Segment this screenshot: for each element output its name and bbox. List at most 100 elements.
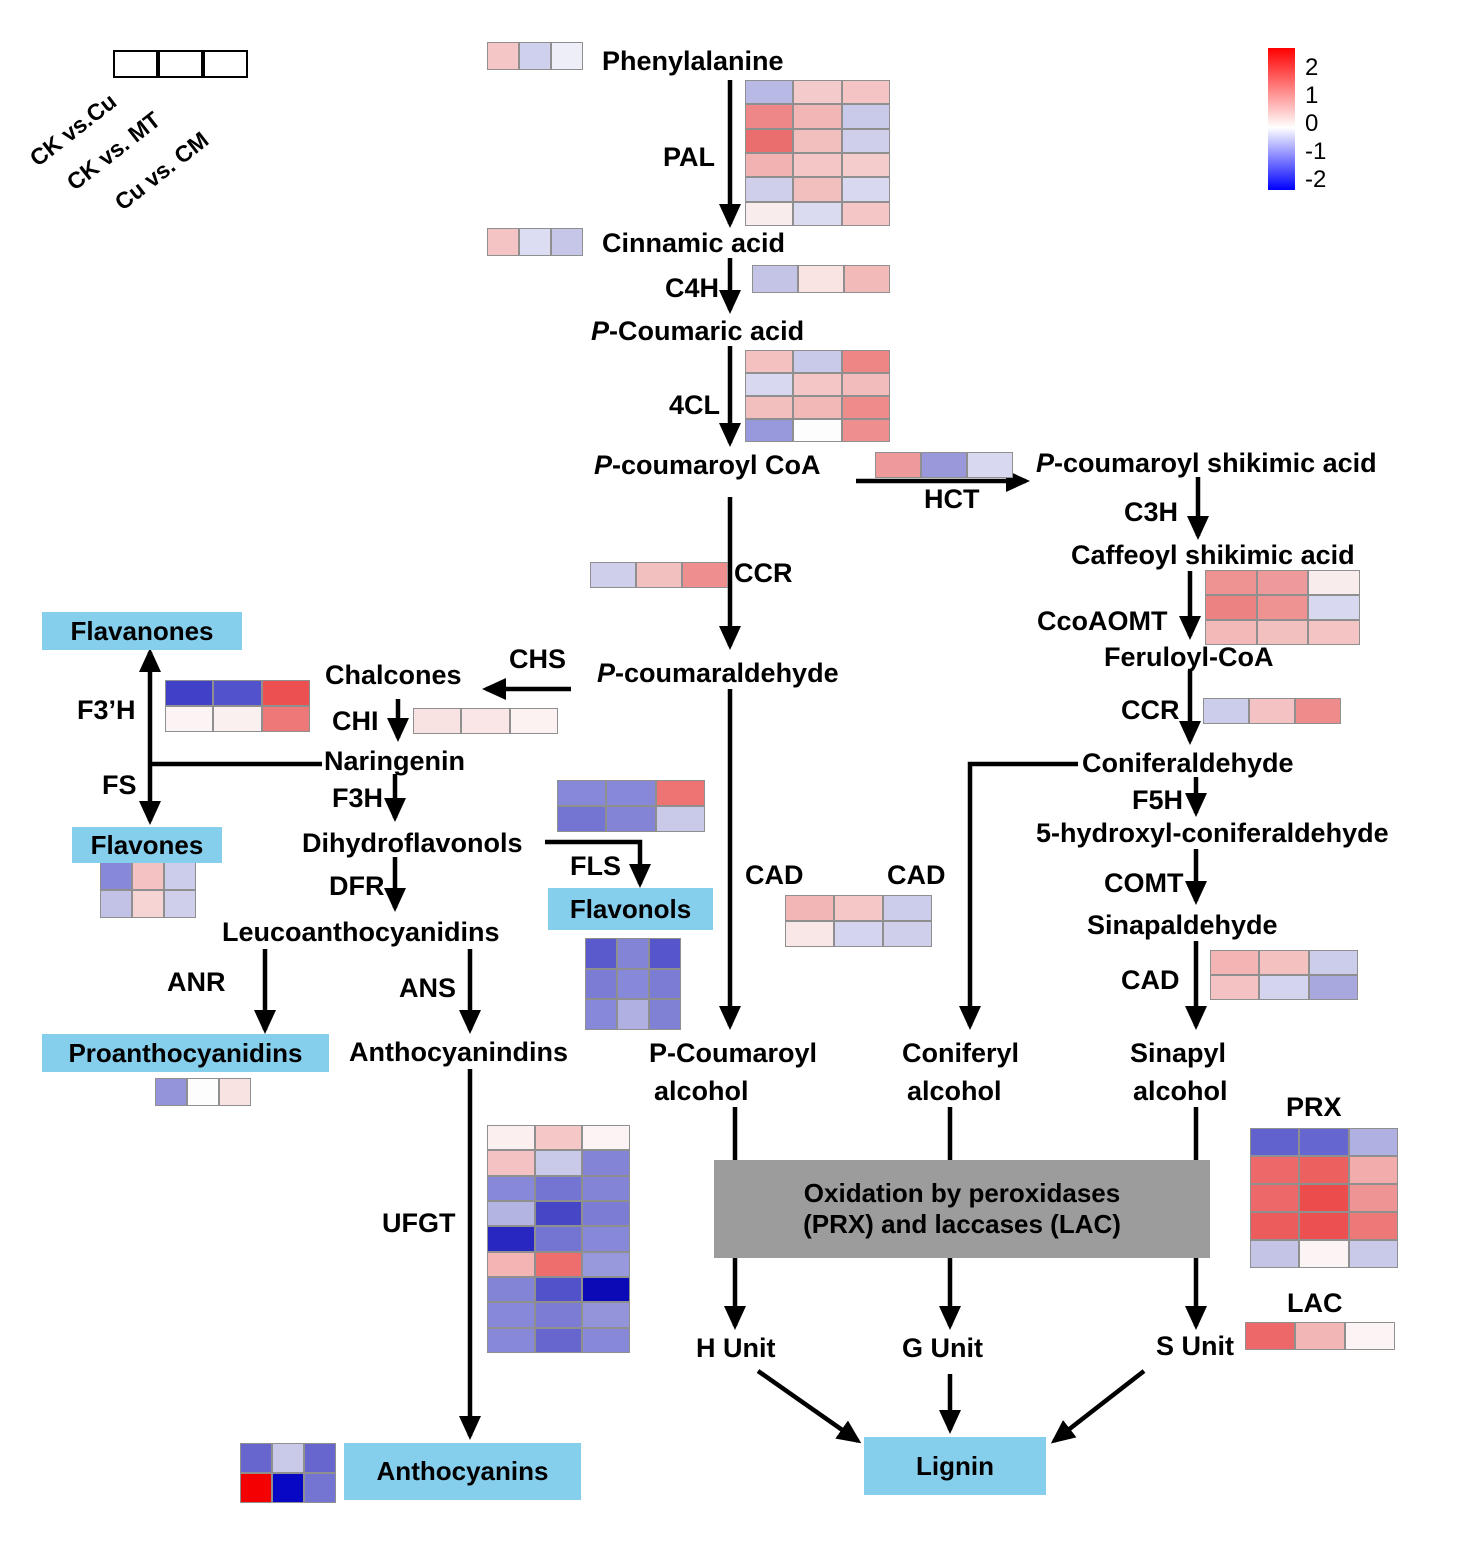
enzyme-cad-mid-right: CAD xyxy=(887,860,946,890)
legend-grid xyxy=(113,50,248,78)
heatmap-c4h xyxy=(752,265,890,293)
heatmap-cell xyxy=(1250,1156,1300,1184)
heatmap-cell xyxy=(1205,620,1257,645)
node-dihydroflavonols: Dihydroflavonols xyxy=(302,828,523,858)
box-lignin: Lignin xyxy=(864,1437,1046,1495)
heatmap-cell xyxy=(841,80,890,105)
node-coniferaldehyde: Coniferaldehyde xyxy=(1082,748,1294,778)
heatmap-cell xyxy=(1348,1212,1398,1240)
heatmap-cell xyxy=(636,562,682,588)
heatmap-cell xyxy=(834,921,883,947)
enzyme-fs: FS xyxy=(102,770,137,800)
node-p-coumaroyl-alcohol-line1: P-Coumaroyl xyxy=(649,1038,818,1068)
oxidation-process-line1: Oxidation by peroxidases xyxy=(803,1178,1121,1208)
heatmap-cell xyxy=(844,265,890,293)
heatmap-cell xyxy=(187,1078,219,1106)
heatmap-cell xyxy=(1299,1156,1349,1184)
heatmap-cell xyxy=(534,1150,583,1176)
box-flavanones-label: Flavanones xyxy=(70,615,214,646)
enzyme-c4h: C4H xyxy=(665,273,720,303)
arrow-coniferaldehyde-to-coniferyl xyxy=(959,761,1078,1030)
heatmap-cell xyxy=(793,128,842,153)
heatmap-proanthocyanidins xyxy=(155,1078,251,1106)
heatmap-cell xyxy=(793,396,842,419)
colorbar-tick-2: 2 xyxy=(1305,54,1319,81)
heatmap-cell xyxy=(606,780,656,806)
enzyme-fls: FLS xyxy=(570,851,621,881)
enzyme-c3h: C3H xyxy=(1124,497,1179,527)
heatmap-cell xyxy=(745,177,794,202)
enzyme-ccr-right: CCR xyxy=(1121,695,1180,725)
heatmap-cell xyxy=(557,780,607,806)
enzyme-pal: PAL xyxy=(663,142,715,172)
node-p-coumaroyl-coa: P-coumaroyl CoA xyxy=(594,450,821,481)
heatmap-cad-right xyxy=(1210,950,1358,1000)
heatmap-cell xyxy=(1348,1128,1398,1156)
heatmap-cell xyxy=(219,1078,251,1106)
heatmap-pal xyxy=(745,80,890,226)
heatmap-cell xyxy=(1345,1322,1395,1350)
heatmap-cell xyxy=(841,177,890,202)
box-proanthocyanidins-label: Proanthocyanidins xyxy=(68,1037,303,1068)
heatmap-cell xyxy=(1245,1322,1295,1350)
node-p-coumaroyl-shikimic-prefix: P xyxy=(1036,448,1055,478)
colorbar-tick-0: 0 xyxy=(1305,110,1319,137)
enzyme-prx: PRX xyxy=(1286,1092,1342,1122)
node-sinapaldehyde: Sinapaldehyde xyxy=(1087,910,1278,940)
heatmap-prx xyxy=(1250,1128,1398,1268)
heatmap-cell xyxy=(165,706,214,732)
heatmap-cell xyxy=(841,396,890,419)
node-phenylalanine: Phenylalanine xyxy=(602,46,784,76)
heatmap-cell xyxy=(1205,570,1257,595)
heatmap-cell xyxy=(590,562,636,588)
heatmap-cell xyxy=(1250,1184,1300,1212)
heatmap-cell xyxy=(272,1443,304,1473)
heatmap-cell xyxy=(164,862,196,890)
colorbar-gradient xyxy=(1268,48,1295,190)
heatmap-cell xyxy=(582,1251,631,1277)
heatmap-cell xyxy=(785,895,834,921)
heatmap-cell xyxy=(793,80,842,105)
heatmap-cell xyxy=(1308,570,1361,595)
heatmap-cell xyxy=(585,999,617,1031)
heatmap-cell xyxy=(883,895,932,921)
heatmap-cell xyxy=(487,1327,535,1353)
node-coniferyl-alcohol-line2: alcohol xyxy=(907,1076,1002,1106)
heatmap-cell xyxy=(1256,570,1309,595)
heatmap-cell xyxy=(841,104,890,129)
node-cinnamic-acid: Cinnamic acid xyxy=(602,228,786,258)
heatmap-cell xyxy=(240,1443,272,1473)
enzyme-ccr-mid: CCR xyxy=(734,558,793,588)
enzyme-4cl: 4CL xyxy=(669,390,721,420)
heatmap-cell xyxy=(582,1125,631,1151)
heatmap-cell xyxy=(534,1276,583,1303)
heatmap-cell xyxy=(487,1251,535,1277)
heatmap-ccoaomt xyxy=(1205,570,1361,645)
node-anthocyanindins: Anthocyanindins xyxy=(349,1037,569,1067)
box-flavanones: Flavanones xyxy=(42,612,242,650)
box-proanthocyanidins: Proanthocyanidins xyxy=(42,1034,329,1072)
heatmap-cell xyxy=(582,1150,631,1176)
heatmap-cell xyxy=(413,708,462,734)
heatmap-cell xyxy=(261,680,310,706)
heatmap-cell xyxy=(1308,620,1361,645)
node-leucoanthocyanidins: Leucoanthocyanidins xyxy=(222,917,500,947)
colorbar-tick-n1: -1 xyxy=(1305,138,1327,165)
enzyme-chi: CHI xyxy=(332,706,379,736)
heatmap-cell xyxy=(582,1302,631,1328)
heatmap-cell xyxy=(582,1276,631,1303)
heatmap-cell xyxy=(745,80,794,105)
box-flavones-label: Flavones xyxy=(90,829,204,860)
heatmap-cell xyxy=(113,50,158,78)
colorbar-tick-1: 1 xyxy=(1305,82,1319,109)
heatmap-cell xyxy=(487,1175,535,1201)
heatmap-cell xyxy=(745,201,794,226)
heatmap-cell xyxy=(213,680,262,706)
heatmap-cell xyxy=(793,201,842,226)
heatmap-cad-mid xyxy=(785,895,932,947)
heatmap-cell xyxy=(606,806,656,832)
heatmap-cell xyxy=(1250,1212,1300,1240)
heatmap-cell xyxy=(557,806,607,832)
colorbar-tick-n2: -2 xyxy=(1305,166,1327,193)
node-coniferyl-alcohol-line1: Coniferyl xyxy=(902,1038,1020,1068)
